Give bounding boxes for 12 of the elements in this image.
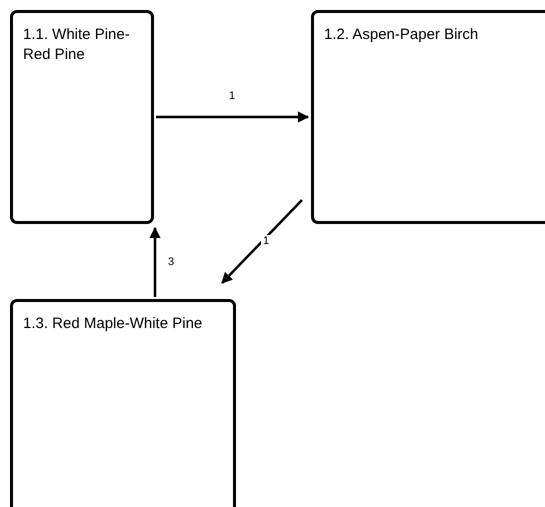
box-title: 1.3. Red Maple-White Pine — [23, 314, 204, 334]
process-box — [311, 10, 545, 224]
process-box — [10, 10, 154, 224]
box-title: 1.1. White Pine-Red Pine — [23, 25, 131, 65]
process-box — [10, 299, 236, 507]
arrow — [156, 111, 310, 123]
box-title: 1.2. Aspen-Paper Birch — [324, 25, 480, 45]
arrow — [221, 199, 303, 284]
arrow — [149, 226, 161, 297]
edge-label: 1 — [261, 234, 272, 246]
edge-label: 1 — [227, 90, 238, 102]
edge-label: 3 — [166, 256, 176, 268]
